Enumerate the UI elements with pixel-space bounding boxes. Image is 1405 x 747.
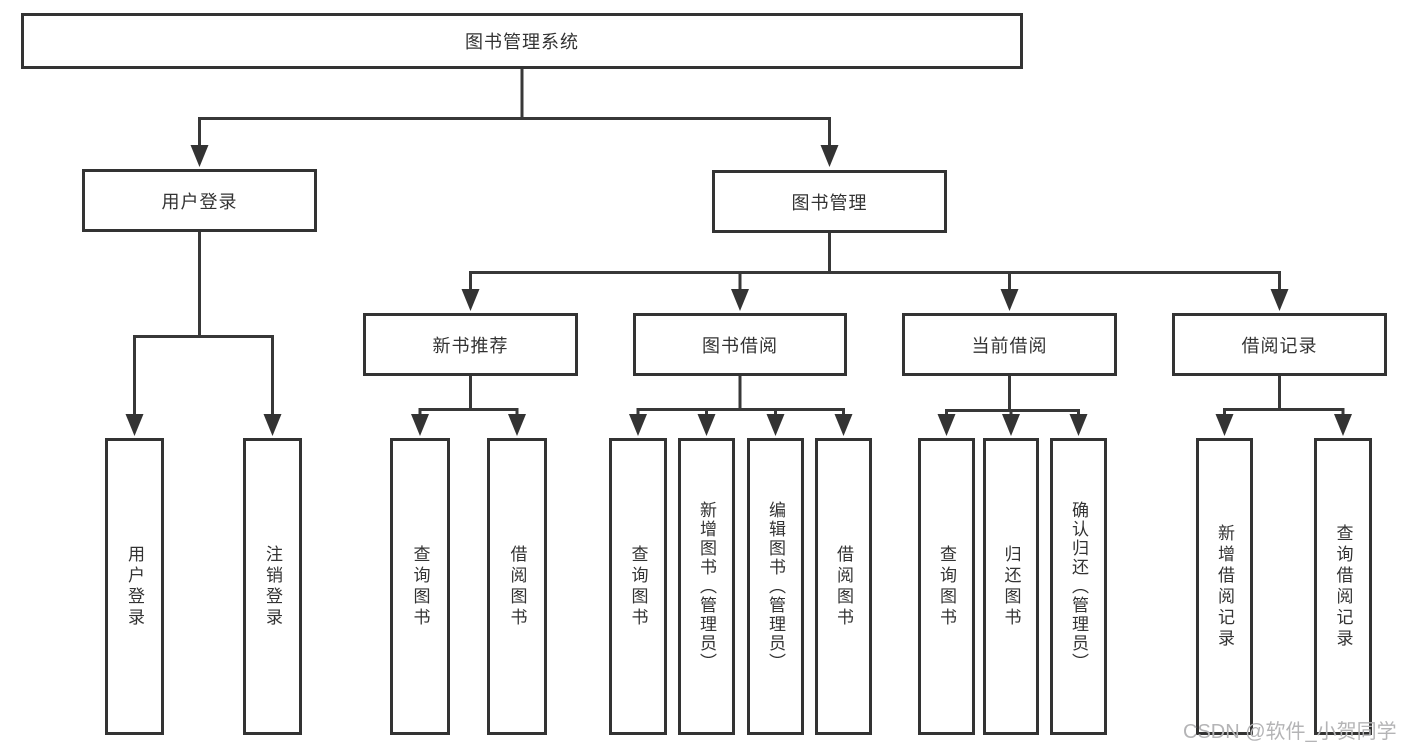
leaf-bb-edit-book-admin-label: 编辑图书（管理员） [766,501,785,672]
node-new-book-recommend: 新书推荐 [363,313,578,376]
leaf-bb-add-book-admin-label: 新增图书（管理员） [697,501,716,672]
leaf-bb-query-book-label: 查询图书 [628,544,648,629]
node-book-borrowing: 图书借阅 [633,313,847,376]
node-user-login: 用户登录 [82,169,317,232]
node-book-management: 图书管理 [712,170,947,233]
leaf-cb-query-book-label: 查询图书 [937,544,956,629]
leaf-cb-return-book-label: 归还图书 [1001,544,1021,629]
leaf-nb-borrow-book: 借阅图书 [487,438,547,735]
leaf-br-add-record: 新增借阅记录 [1196,438,1253,735]
node-current-borrowing-label: 当前借阅 [971,335,1048,356]
leaf-cb-confirm-return-admin: 确认归还（管理员） [1050,438,1107,735]
leaf-bb-edit-book-admin: 编辑图书（管理员） [747,438,804,735]
node-book-borrowing-label: 图书借阅 [702,335,778,356]
leaf-cb-query-book: 查询图书 [918,438,975,735]
node-borrow-records-label: 借阅记录 [1241,335,1318,356]
leaf-cb-confirm-return-admin-label: 确认归还（管理员） [1069,501,1088,672]
leaf-user-login-label: 用户登录 [125,544,144,629]
node-current-borrowing: 当前借阅 [902,313,1117,376]
node-root-label: 图书管理系统 [465,32,579,52]
node-root: 图书管理系统 [21,13,1023,69]
leaf-bb-borrow-book: 借阅图书 [815,438,872,735]
leaf-nb-query-book: 查询图书 [390,438,450,735]
node-borrow-records: 借阅记录 [1172,313,1387,376]
leaf-user-login: 用户登录 [105,438,164,735]
node-new-book-recommend-label: 新书推荐 [432,335,509,356]
leaf-bb-add-book-admin: 新增图书（管理员） [678,438,735,735]
leaf-br-query-record: 查询借阅记录 [1314,438,1372,735]
leaf-bb-borrow-book-label: 借阅图书 [834,544,853,629]
node-book-management-label: 图书管理 [791,192,868,213]
leaf-bb-query-book: 查询图书 [609,438,667,735]
leaf-nb-borrow-book-label: 借阅图书 [507,544,527,629]
leaf-br-add-record-label: 新增借阅记录 [1215,523,1234,650]
leaf-logout: 注销登录 [243,438,302,735]
leaf-cb-return-book: 归还图书 [983,438,1039,735]
watermark-text: CSDN @软件_小贺同学 [1183,721,1397,743]
leaf-br-query-record-label: 查询借阅记录 [1333,523,1353,650]
leaf-nb-query-book-label: 查询图书 [410,544,430,629]
leaf-logout-label: 注销登录 [263,544,282,629]
node-user-login-label: 用户登录 [161,191,238,212]
